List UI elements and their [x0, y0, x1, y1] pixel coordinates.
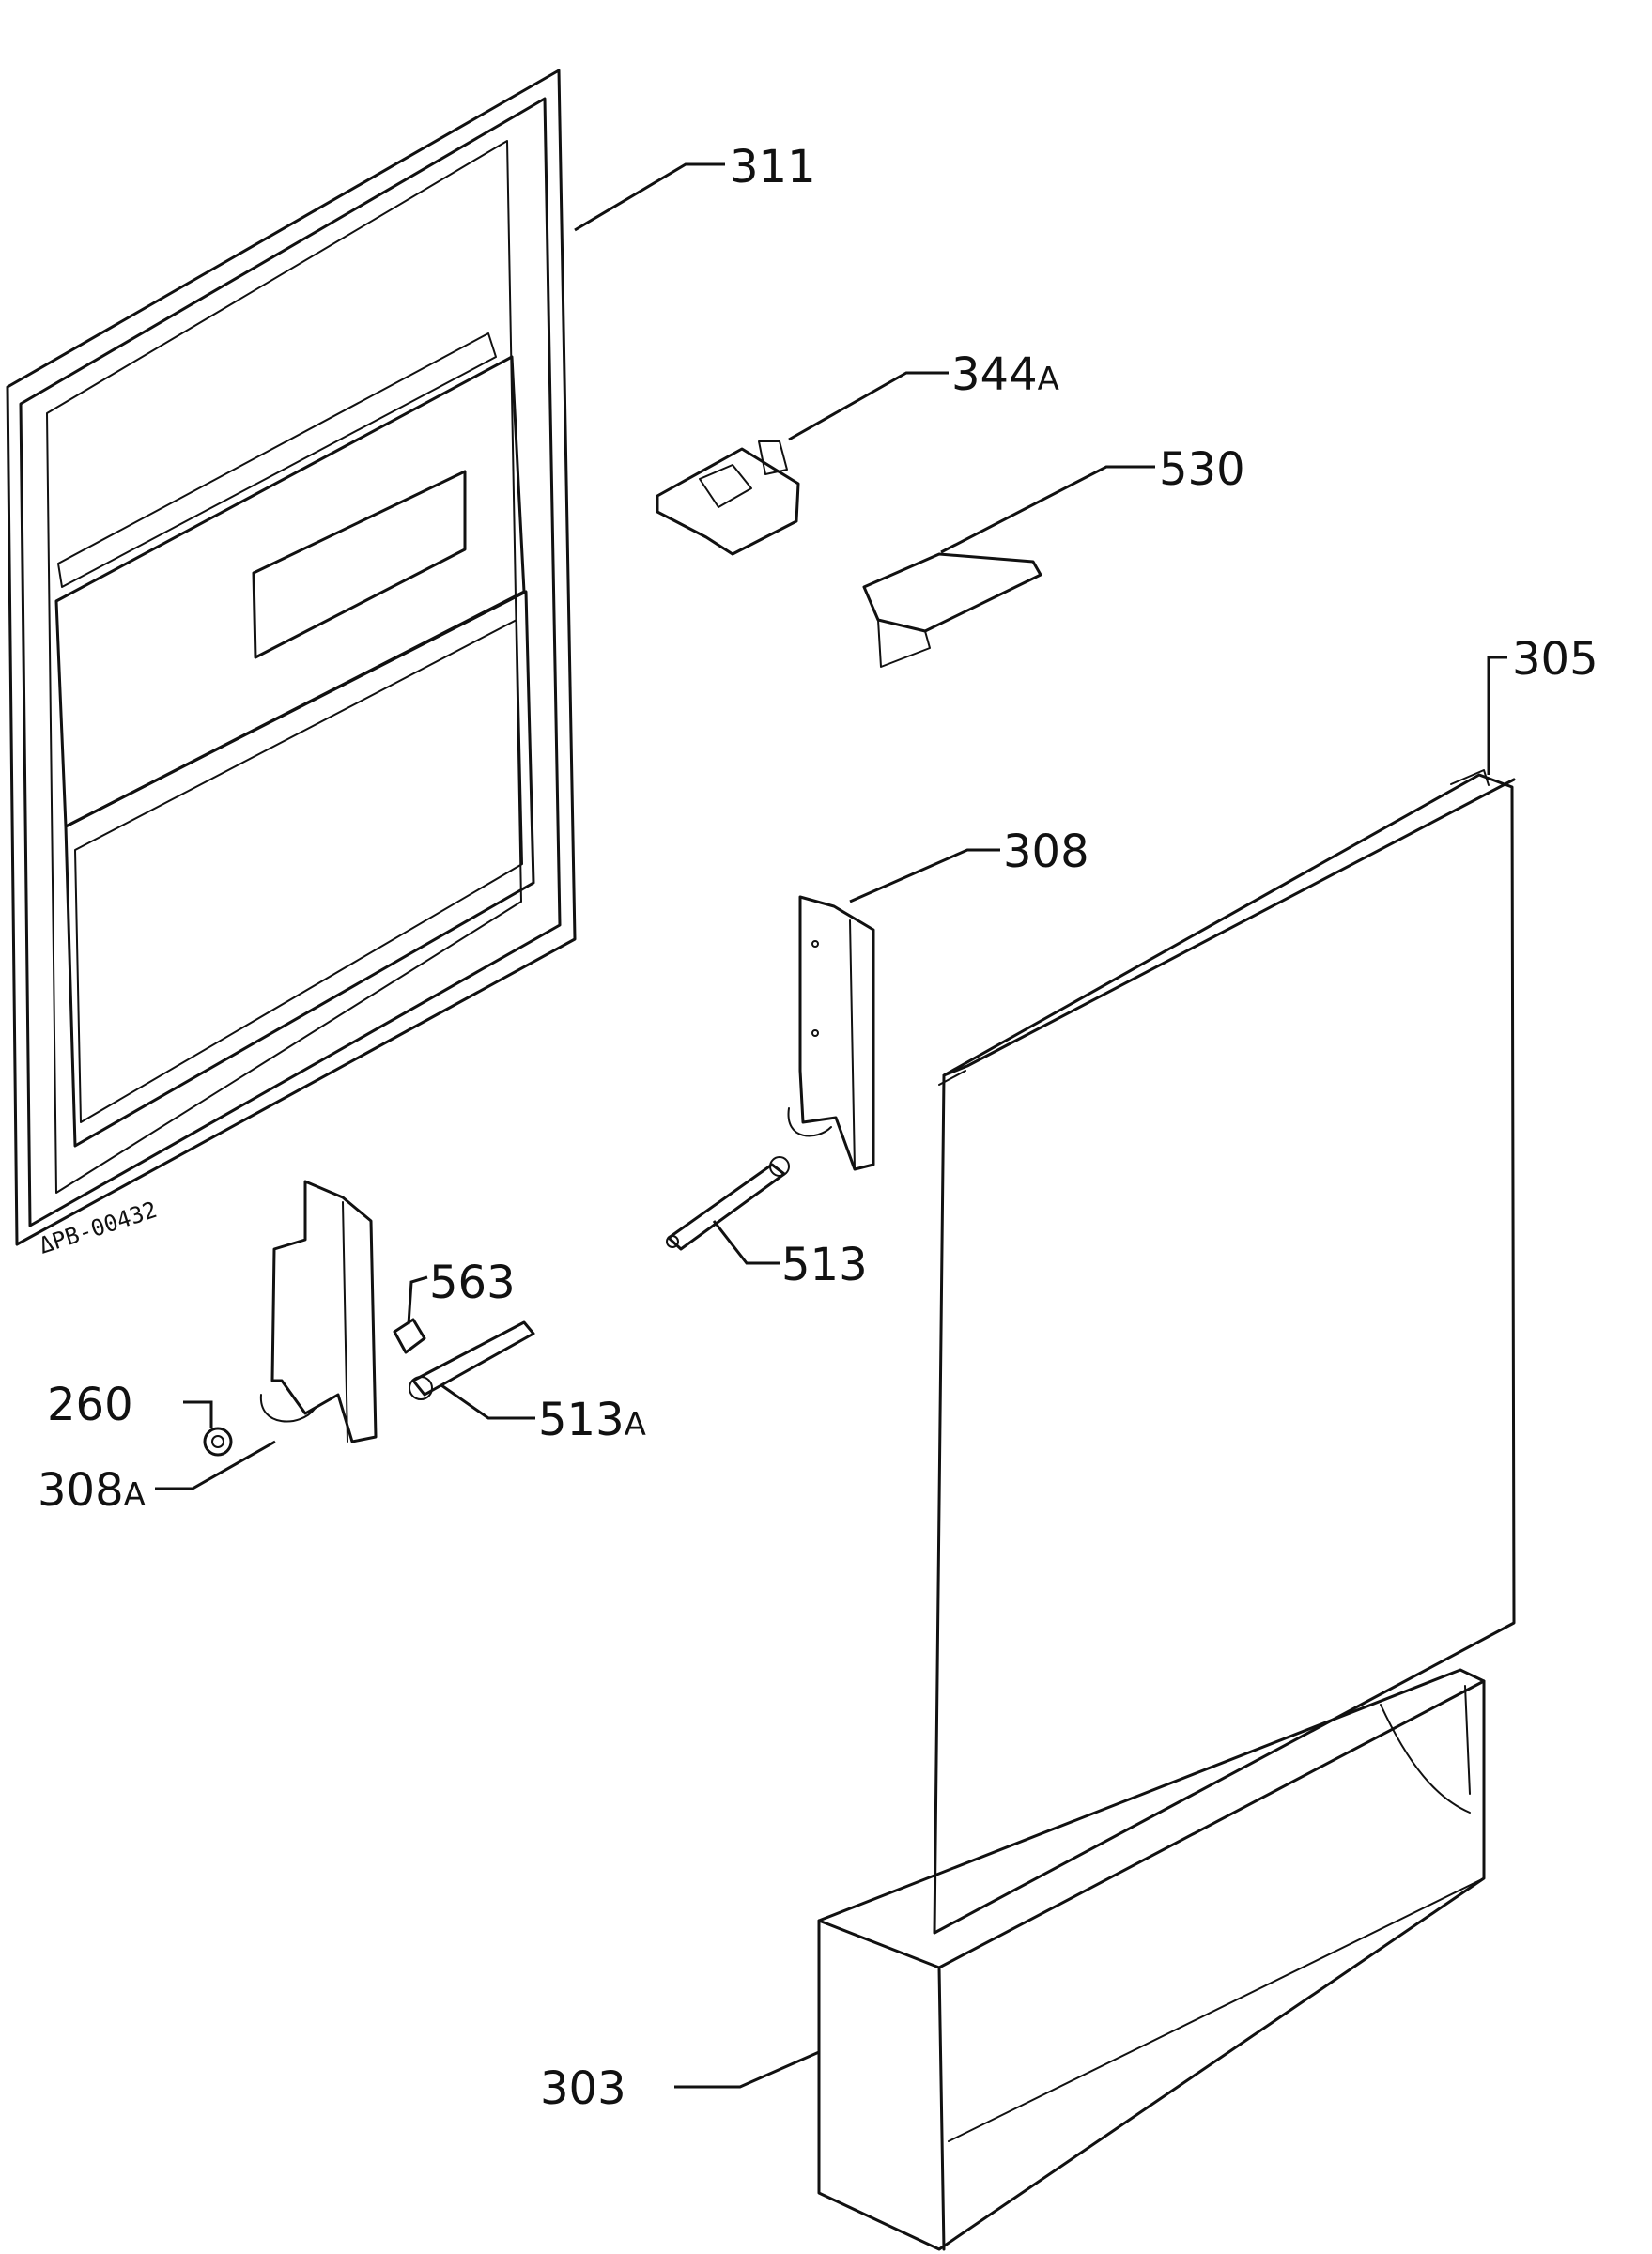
callout-260: 260 [47, 1379, 133, 1431]
part-308a-hinge [259, 1180, 378, 1443]
part-530-handle [862, 552, 1042, 668]
leader-303 [674, 2050, 820, 2089]
callout-303: 303 [540, 2062, 626, 2115]
drawing-code: ΔPB-00432 [36, 1196, 160, 1259]
part-303-plinth [817, 1668, 1486, 2251]
callout-308a: 308A [38, 1464, 146, 1517]
leader-344a [788, 371, 949, 441]
part-563-screw [393, 1318, 426, 1354]
leader-260 [183, 1400, 213, 1428]
callout-311: 311 [730, 141, 816, 193]
callout-513: 513 [781, 1239, 868, 1291]
part-308-hinge [787, 895, 875, 1171]
leader-513a [440, 1383, 535, 1420]
callout-305: 305 [1512, 633, 1598, 686]
leader-308a [155, 1440, 276, 1490]
part-305-outer-door [933, 769, 1516, 1935]
callout-513a: 513A [538, 1394, 646, 1446]
part-311-inner-door: ΔPB-00432 [6, 69, 577, 1259]
leader-530 [940, 465, 1155, 554]
callout-530: 530 [1159, 443, 1245, 496]
leader-308 [849, 848, 1000, 903]
callout-labels: 311 344A 530 305 308 513 563 513A 260 30… [38, 141, 1598, 2115]
callout-344a: 344A [951, 348, 1059, 401]
leader-311 [574, 162, 725, 232]
leader-305 [1487, 656, 1507, 775]
part-344a-door-latch [656, 440, 800, 556]
leader-lines [155, 162, 1507, 2089]
part-513-pin [666, 1156, 790, 1251]
callout-308: 308 [1003, 826, 1089, 878]
callout-563: 563 [429, 1257, 516, 1309]
part-260-nut [203, 1427, 233, 1457]
part-513a-pin [409, 1320, 535, 1400]
leader-513 [712, 1220, 780, 1265]
leader-563 [407, 1275, 428, 1325]
